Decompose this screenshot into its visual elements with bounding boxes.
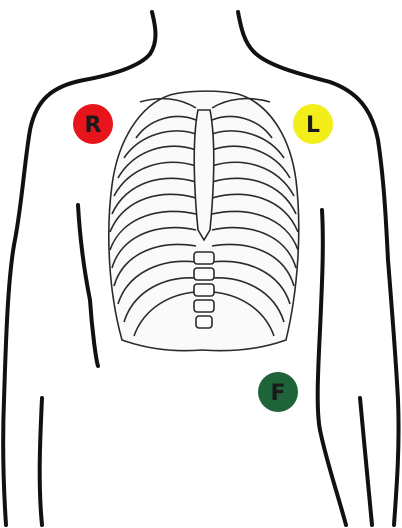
electrode-r-label: R [85, 113, 102, 138]
sternum [194, 110, 214, 240]
electrode-foot: F [258, 372, 298, 412]
spine [194, 252, 214, 328]
rib-cage [109, 91, 299, 351]
left-underarm-line [78, 205, 98, 366]
right-torso-lower-line [320, 430, 346, 525]
left-inner-arm-line [40, 398, 42, 525]
right-inner-arm-line [360, 398, 372, 525]
electrode-l-label: L [306, 113, 320, 138]
electrode-f-label: F [270, 381, 285, 406]
neck-right-line [238, 12, 254, 52]
electrode-right-arm: R [73, 104, 113, 144]
right-underarm-line [318, 210, 323, 430]
electrode-left-arm: L [293, 104, 333, 144]
neck-left-line [150, 12, 156, 54]
